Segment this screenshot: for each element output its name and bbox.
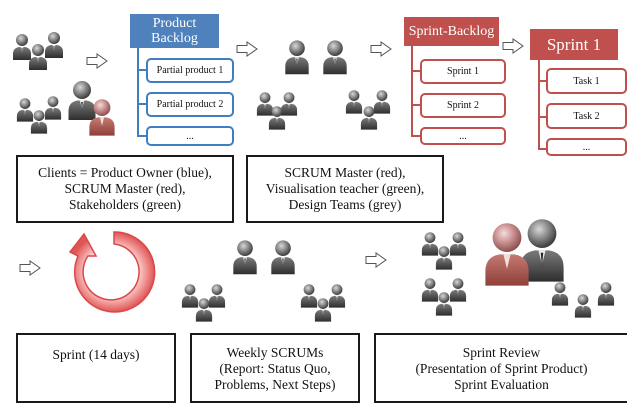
person-icon <box>30 108 48 134</box>
task-item: ... <box>546 138 627 156</box>
sprint-backlog-item: Sprint 2 <box>420 93 506 118</box>
weekly-scrum-caption: Weekly SCRUMs (Report: Status Quo, Probl… <box>190 333 360 403</box>
product-backlog-title: Product Backlog <box>130 14 219 48</box>
sprint-backlog-item: ... <box>420 127 506 145</box>
person-icon <box>195 296 213 322</box>
sprint-backlog-item: Sprint 1 <box>420 59 506 84</box>
sprint-caption: Sprint (14 days) <box>16 333 176 403</box>
right-arrow-icon <box>86 53 108 69</box>
sprint-review-caption: Sprint Review (Presentation of Sprint Pr… <box>374 333 627 403</box>
person-icon <box>284 36 310 76</box>
person-icon <box>435 290 453 316</box>
person-icon <box>322 36 348 76</box>
person-icon <box>270 237 296 275</box>
person-icon <box>28 42 48 70</box>
right-arrow-icon <box>502 38 524 54</box>
right-arrow-icon <box>365 252 387 268</box>
backlog-item: ... <box>146 126 234 146</box>
right-arrow-icon <box>236 41 258 57</box>
right-arrow-icon <box>370 41 392 57</box>
person-icon <box>483 218 531 286</box>
sprint-backlog-title: Sprint-Backlog <box>404 17 499 46</box>
right-arrow-icon <box>19 260 41 276</box>
clients-caption: Clients = Product Owner (blue), SCRUM Ma… <box>16 155 234 223</box>
person-icon <box>360 104 378 130</box>
backlog-connector <box>137 46 139 137</box>
person-icon <box>435 244 453 270</box>
person-icon <box>551 280 569 306</box>
person-icon <box>232 237 258 275</box>
cycle-arrow-icon <box>68 231 156 313</box>
person-icon <box>88 96 116 136</box>
task-item: Task 1 <box>546 68 627 94</box>
backlog-item: Partial product 2 <box>146 92 234 117</box>
task-item: Task 2 <box>546 103 627 129</box>
person-icon <box>314 296 332 322</box>
backlog-item: Partial product 1 <box>146 58 234 83</box>
person-icon <box>597 280 615 306</box>
scrum-master-caption: SCRUM Master (red), Visualisation teache… <box>246 155 444 223</box>
person-icon <box>268 104 286 130</box>
sprint-1-title: Sprint 1 <box>530 29 618 60</box>
person-icon <box>574 292 592 318</box>
